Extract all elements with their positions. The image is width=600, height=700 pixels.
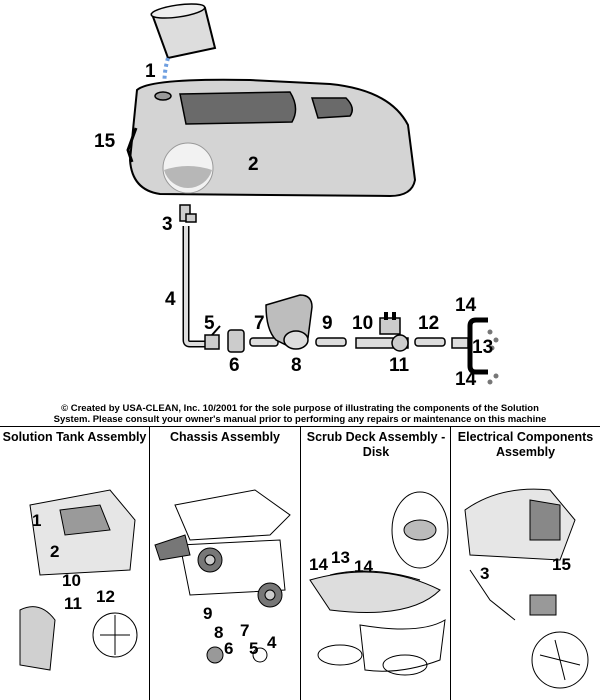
callout-1: 1: [145, 61, 156, 82]
panel2-callout-5: 5: [249, 639, 259, 658]
callout-10: 10: [352, 313, 374, 334]
filter-elbow-icon: [179, 204, 197, 223]
panel-title-scrub-deck: Scrub Deck Assembly - Disk: [306, 430, 446, 459]
caption-line-2: System. Please consult your owner's manu…: [53, 414, 547, 425]
panel1-callout-1: 1: [32, 511, 42, 530]
panel3-callout-14-left: 14: [309, 555, 328, 574]
callout-15: 15: [94, 131, 116, 152]
callout-8: 8: [291, 355, 302, 376]
panel-divider-1: [149, 426, 150, 700]
panel1-callout-10: 10: [62, 571, 81, 590]
strainer-fitting-icon: [227, 329, 245, 353]
panel2-callout-9: 9: [203, 604, 213, 623]
callout-9: 9: [322, 313, 333, 334]
copyright-caption: © Created by USA-CLEAN, Inc. 10/2001 for…: [0, 403, 600, 425]
panel-title-chassis: Chassis Assembly: [169, 430, 280, 444]
callout-12: 12: [418, 313, 440, 334]
solenoid-valve-icon: [355, 312, 409, 352]
callout-14-bottom: 14: [455, 369, 477, 390]
panel-divider-2: [300, 426, 301, 700]
callout-4: 4: [165, 289, 176, 310]
hose-short: [249, 337, 279, 347]
inline-filter-icon: [265, 294, 313, 350]
callout-3: 3: [162, 214, 173, 235]
panel1-callout-11: 11: [64, 594, 82, 613]
panel1-callout-2: 2: [50, 542, 60, 561]
panel3-callout-13: 13: [331, 548, 350, 567]
solution-tank-icon: [126, 78, 417, 198]
callout-2: 2: [248, 154, 259, 175]
panel-divider-3: [450, 426, 451, 700]
exploded-views-svg: [19, 488, 589, 689]
bucket-icon: [150, 3, 217, 93]
callout-6: 6: [229, 355, 240, 376]
panel3-callout-14-right: 14: [354, 557, 373, 576]
panel2-callout-6: 6: [224, 639, 234, 658]
panel4-callout-15: 15: [552, 555, 571, 574]
panel1-callout-12: 12: [96, 587, 115, 606]
callout-14-top: 14: [455, 295, 477, 316]
callout-13: 13: [472, 337, 494, 358]
panel2-callout-7: 7: [240, 621, 250, 640]
panel2-callout-8: 8: [214, 623, 224, 642]
callout-11: 11: [389, 355, 410, 376]
panel-title-solution-tank: Solution Tank Assembly: [2, 430, 147, 444]
hose-middle: [315, 337, 347, 347]
flow-diagram-svg: [126, 3, 499, 385]
panel4-callout-3: 3: [480, 564, 490, 583]
hose-outline: [182, 226, 205, 348]
callout-5: 5: [204, 313, 215, 334]
panel-title-electrical: Electrical Components Assembly: [457, 430, 594, 459]
shutoff-valve-icon: [204, 325, 221, 350]
callout-7: 7: [254, 313, 265, 334]
hose-end: [414, 337, 446, 347]
hose: [184, 226, 205, 346]
caption-line-1: © Created by USA-CLEAN, Inc. 10/2001 for…: [61, 403, 539, 414]
panel2-callout-4: 4: [267, 633, 277, 652]
tee-and-feed-tubes: [451, 317, 499, 385]
